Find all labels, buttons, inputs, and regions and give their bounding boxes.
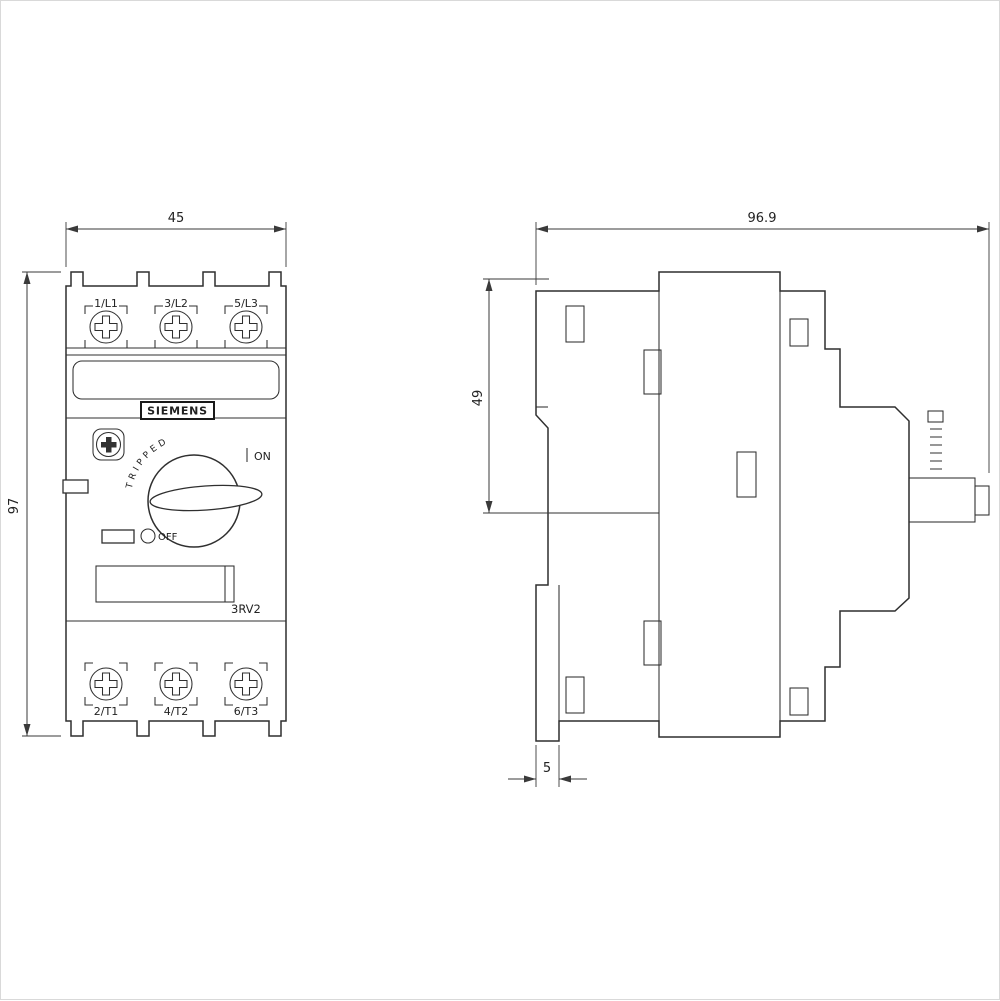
adjustment-dial: [92, 428, 125, 461]
terminal-label-2T1: 2/T1: [94, 705, 118, 718]
dial-circle: [95, 431, 122, 458]
dimension-upper-height: 49: [471, 278, 549, 514]
on-label: ON: [254, 450, 271, 463]
brand-plate: [140, 401, 215, 420]
plus-icon: [101, 437, 117, 453]
terminal-label-5L3: 5/L3: [234, 297, 258, 310]
tripped-label-text: TRIPPED: [125, 436, 168, 491]
side-opening-6: [565, 676, 585, 714]
front-view: 1/L1 3/L2 5/L3 SIEMENS TRIPPED ON: [7, 211, 287, 737]
dim-rail-offset-value: 5: [543, 761, 551, 776]
side-seam-lines: [658, 291, 781, 721]
screw-thread-lines: [930, 428, 942, 470]
dimension-depth: 96.9: [535, 211, 990, 473]
screw-6T3: [224, 662, 268, 706]
screw-4T2: [154, 662, 198, 706]
off-label: OFF: [158, 532, 178, 543]
terminal-tip: [974, 485, 990, 516]
dial-frame: [92, 428, 125, 461]
side-profile-outline: [535, 271, 910, 742]
dim-height-value: 97: [7, 498, 22, 515]
label-window: [95, 565, 235, 603]
terminal-label-6T3: 6/T3: [234, 705, 258, 718]
screw-3L2: [154, 305, 198, 349]
terminal-block: [908, 477, 976, 523]
front-strip-lines: [66, 347, 286, 356]
screw-2T1: [84, 662, 128, 706]
side-opening-4: [736, 451, 757, 498]
dimension-height: 97: [7, 271, 61, 737]
test-button-window: [62, 479, 89, 494]
side-opening-1: [565, 305, 585, 343]
screw-5L3: [224, 305, 268, 349]
side-terminal-detail: [908, 410, 990, 523]
model-label: 3RV2: [231, 602, 261, 616]
indicator-window: [101, 529, 135, 544]
dim-depth-value: 96.9: [748, 211, 777, 226]
dim-upper-height-value: 49: [471, 390, 486, 407]
off-position-marker: [140, 528, 156, 544]
brand-label: SIEMENS: [147, 405, 208, 418]
side-opening-7: [789, 687, 809, 716]
front-body-outline: [65, 271, 287, 737]
terminal-label-4T2: 4/T2: [164, 705, 188, 718]
dim-width-value: 45: [168, 211, 185, 226]
rotary-knob: [147, 454, 263, 548]
screw-1L1: [84, 305, 128, 349]
dimension-rail-offset: 5: [508, 745, 587, 787]
terminal-label-3L2: 3/L2: [164, 297, 188, 310]
side-opening-5: [643, 620, 662, 666]
knob-lever: [149, 484, 263, 512]
dimension-width: 45: [65, 211, 287, 267]
front-face-panel: [72, 360, 280, 400]
tripped-label: TRIPPED: [125, 436, 171, 491]
terminal-screw-head: [927, 410, 944, 423]
side-view: 96.9 49 5: [471, 211, 990, 787]
terminal-label-1L1: 1/L1: [94, 297, 118, 310]
side-opening-3: [789, 318, 809, 347]
side-opening-2: [643, 349, 662, 395]
